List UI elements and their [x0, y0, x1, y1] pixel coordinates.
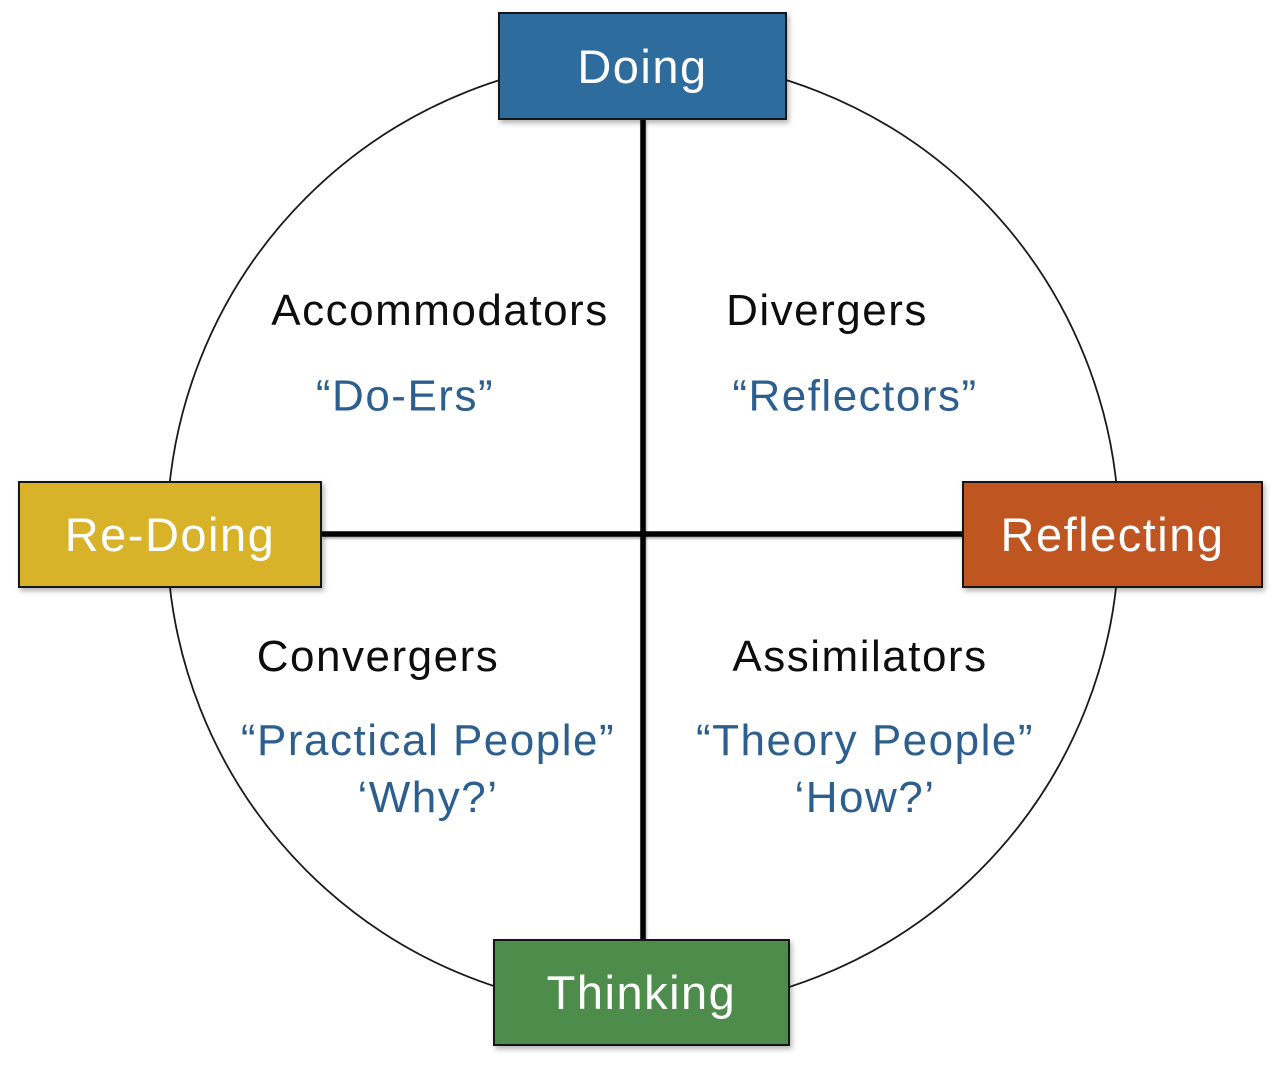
quadrant-bottom-right-quote-line2: ‘How?’ — [794, 773, 936, 822]
quadrant-bottom-right-quote: “Theory People” ‘How?’ — [696, 712, 1034, 826]
quadrant-top-right-name: Divergers — [726, 286, 928, 335]
axis-box-redoing: Re-Doing — [18, 481, 322, 588]
axis-box-redoing-label: Re-Doing — [64, 508, 276, 561]
quadrant-top-right-quote: “Reflectors” — [732, 371, 978, 421]
axis-box-doing: Doing — [498, 12, 787, 120]
axis-box-doing-label: Doing — [577, 39, 708, 93]
quadrant-top-left-name: Accommodators — [271, 286, 609, 335]
quadrant-bottom-left-name: Convergers — [256, 632, 500, 681]
quadrant-bottom-right-name: Assimilators — [732, 632, 988, 681]
axis-box-thinking: Thinking — [493, 939, 790, 1046]
quadrant-top-left-quote: “Do-Ers” — [315, 371, 495, 421]
axis-box-reflecting-label: Reflecting — [1000, 508, 1225, 561]
quadrant-bottom-left-quote: “Practical People” ‘Why?’ — [241, 712, 615, 826]
quadrant-bottom-left-quote-line2: ‘Why?’ — [357, 773, 499, 822]
axis-box-thinking-label: Thinking — [546, 966, 737, 1019]
quadrant-bottom-right-quote-line1: “Theory People” — [696, 716, 1034, 765]
quadrant-bottom-left-quote-line1: “Practical People” — [240, 716, 616, 765]
axis-box-reflecting: Reflecting — [962, 481, 1263, 588]
